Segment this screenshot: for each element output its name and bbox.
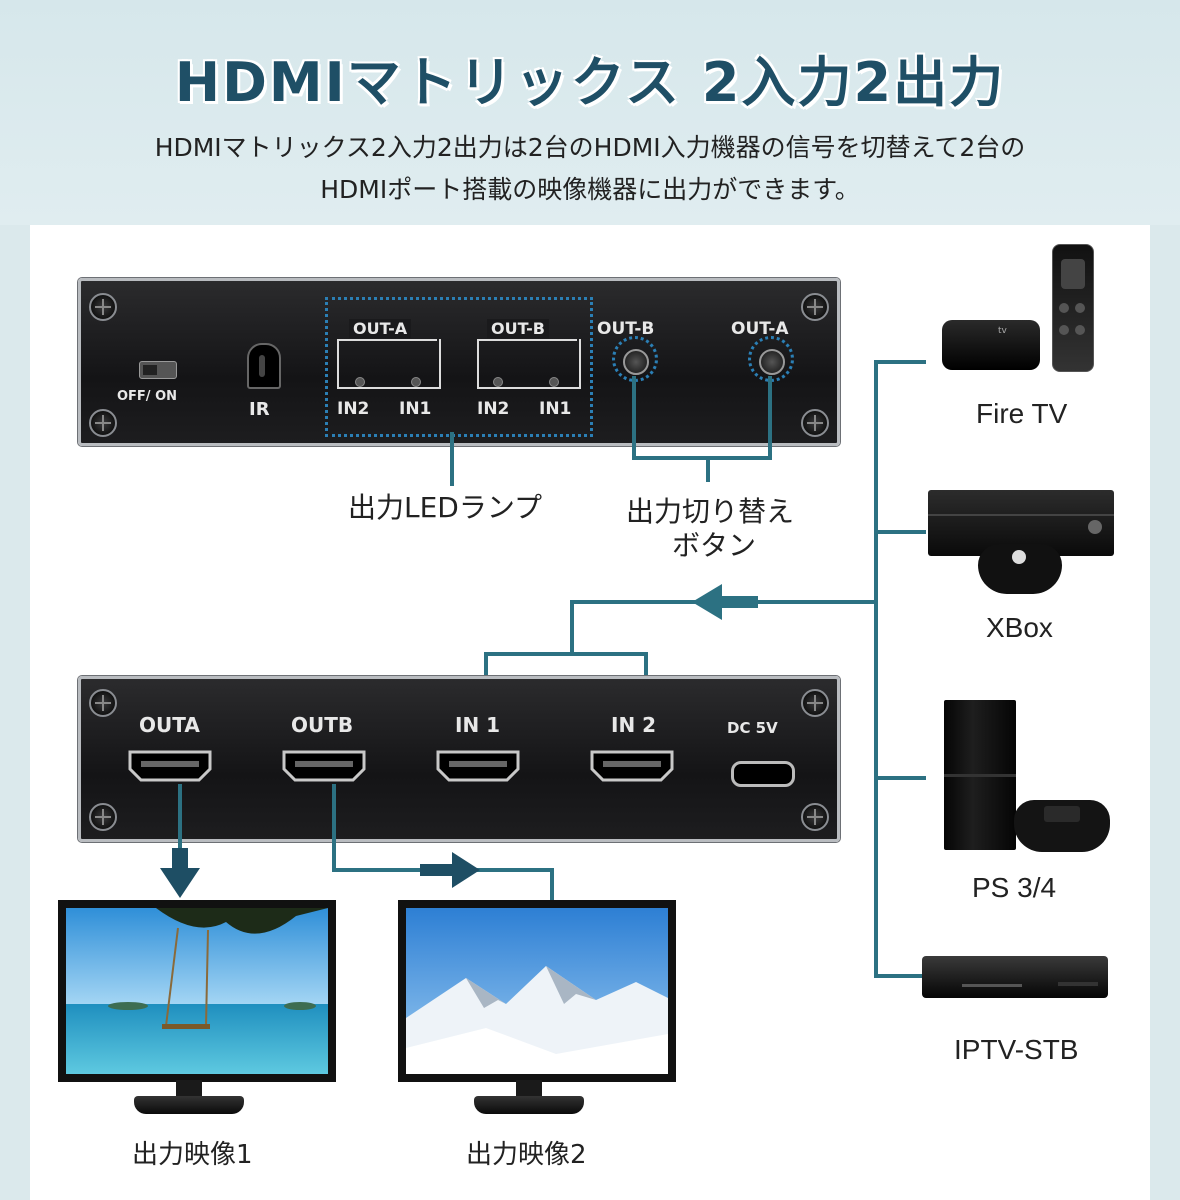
switch-button-callout-2: ボタン (672, 529, 757, 562)
button-callout-line-right (768, 376, 772, 458)
arrow-down-icon (160, 848, 200, 898)
source-tap-firetv (874, 360, 926, 364)
source-ps-label: PS 3/4 (972, 872, 1057, 903)
xbox-console-icon (928, 490, 1114, 556)
iptv-stb-icon (922, 956, 1108, 998)
led-lamp-callout: 出力LEDランプ (348, 491, 543, 524)
power-switch[interactable] (139, 361, 177, 379)
fire-tv-box-icon: tv (942, 320, 1040, 370)
output-2-label: 出力映像2 (466, 1140, 587, 1170)
usb-c-power-port[interactable] (731, 761, 795, 787)
beach-image (66, 908, 328, 1074)
ir-receiver (247, 343, 281, 389)
led-group-a-frame (337, 339, 441, 389)
back-panel-device: OUTA OUTB IN 1 IN 2 DC 5V (78, 676, 840, 842)
output-1-label: 出力映像1 (132, 1140, 253, 1170)
led-b-in2-label: IN2 (477, 399, 510, 419)
out-b-drop-2 (550, 868, 554, 902)
arrow-left-icon (692, 584, 758, 620)
subtitle-line-1: HDMIマトリックス2入力2出力は2台のHDMI入力機器の信号を切替えて2台の (154, 133, 1026, 162)
button-callout-line-join (632, 456, 772, 460)
screw-icon (801, 689, 829, 717)
button-callout-line-left (632, 376, 636, 458)
led-b-in2 (493, 377, 503, 387)
hdmi-port-out-a[interactable] (127, 749, 213, 783)
screw-icon (801, 293, 829, 321)
button-out-a-label: OUT-A (731, 319, 789, 339)
hdmi-port-in-1[interactable] (435, 749, 521, 783)
led-group-b-title: OUT-B (487, 319, 549, 338)
screw-icon (89, 689, 117, 717)
fire-tv-remote-icon (1052, 244, 1094, 372)
led-highlight-box (325, 297, 593, 437)
screw-icon (89, 803, 117, 831)
port-outa-label: OUTA (139, 713, 200, 737)
dc-power-label: DC 5V (727, 719, 778, 737)
output-monitor-1-screen (58, 900, 336, 1082)
led-a-in1 (411, 377, 421, 387)
power-switch-label: OFF/ ON (117, 389, 178, 404)
port-in2-label: IN 2 (611, 713, 657, 737)
xbox-controller-icon (978, 544, 1062, 594)
source-fire-tv-label: Fire TV (976, 398, 1068, 429)
led-a-in2 (355, 377, 365, 387)
ps4-console-icon (944, 700, 1016, 850)
out-b-drop (332, 784, 336, 872)
mountain-image (406, 908, 668, 1074)
screw-icon (801, 409, 829, 437)
led-group-a-title: OUT-A (349, 319, 412, 338)
page-title: HDMIマトリックス 2入力2出力 (174, 51, 1006, 114)
led-a-in2-label: IN2 (337, 399, 370, 419)
source-feed-down (570, 600, 574, 654)
output-monitor-2-screen (398, 900, 676, 1082)
ir-label: IR (249, 399, 270, 420)
led-a-in1-label: IN1 (399, 399, 432, 419)
led-group-b-frame (477, 339, 581, 389)
led-b-in1-label: IN1 (539, 399, 572, 419)
screw-icon (801, 803, 829, 831)
button-out-b-label: OUT-B (597, 319, 655, 339)
front-panel-device: OFF/ ON IR OUT-A IN2 IN1 OUT-B IN2 IN1 O… (78, 278, 840, 446)
monitor-2-base (474, 1096, 584, 1114)
led-group-b-top (477, 339, 577, 341)
led-b-in1 (549, 377, 559, 387)
source-tap-stb (874, 974, 926, 978)
monitor-2-neck (516, 1080, 542, 1100)
header-band (0, 0, 1180, 225)
port-in1-label: IN 1 (455, 713, 501, 737)
source-tap-xbox (874, 530, 926, 534)
source-xbox-label: XBox (986, 612, 1053, 643)
source-bus-vertical (874, 360, 878, 978)
hdmi-port-in-2[interactable] (589, 749, 675, 783)
button-callout-line-stem (706, 456, 710, 482)
hdmi-port-out-b[interactable] (281, 749, 367, 783)
out-a-drop (178, 784, 182, 854)
input-split-horizontal (484, 652, 648, 656)
subtitle-line-2: HDMIポート搭載の映像機器に出力ができます。 (320, 175, 860, 204)
monitor-1-neck (176, 1080, 202, 1100)
switch-button-callout-1: 出力切り替え (626, 495, 795, 528)
screw-icon (89, 293, 117, 321)
led-callout-line (450, 432, 454, 486)
led-group-a-top (337, 339, 437, 341)
screw-icon (89, 409, 117, 437)
port-outb-label: OUTB (291, 713, 354, 737)
arrow-right-icon (420, 852, 480, 888)
source-iptv-label: IPTV-STB (954, 1034, 1079, 1065)
monitor-1-base (134, 1096, 244, 1114)
source-tap-ps (874, 776, 926, 780)
ps4-controller-icon (1014, 800, 1110, 852)
